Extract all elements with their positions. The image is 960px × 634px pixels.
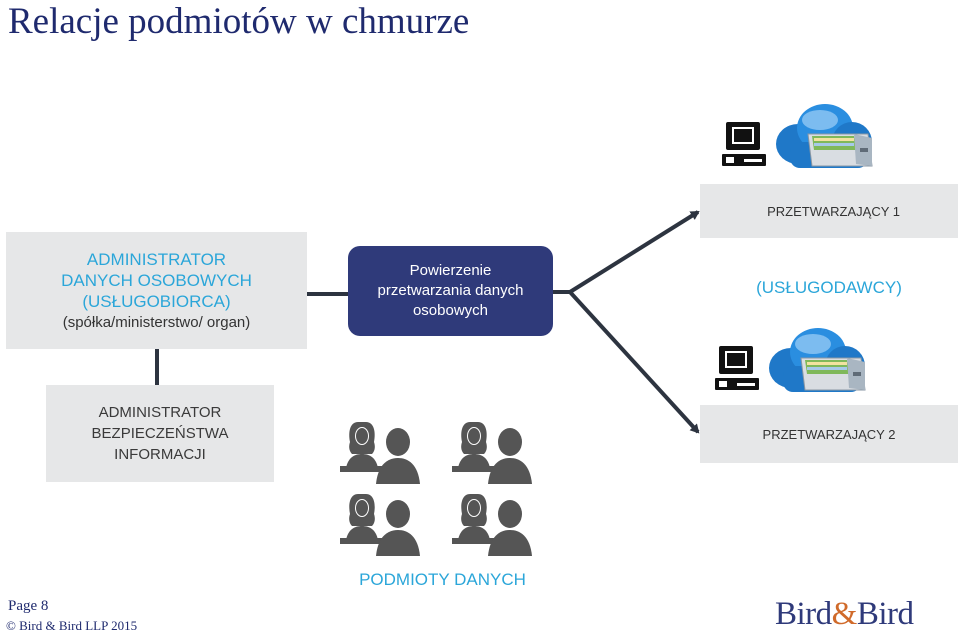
arrow-to-processor-2 — [568, 290, 700, 434]
entrustment-box: Powierzenie przetwarzania danych osobowy… — [348, 246, 553, 336]
cloud-drawer-icon — [776, 104, 873, 168]
copyright: © Bird & Bird LLP 2015 — [6, 618, 138, 633]
data-subjects-label: PODMIOTY DANYCH — [359, 570, 526, 589]
data-subjects-icons — [340, 422, 532, 556]
page-title: Relacje podmiotów w chmurze — [8, 1, 470, 42]
processor-1-box: PRZETWARZAJĄCY 1 — [700, 184, 958, 238]
administrator-subtitle: DANYCH OSOBOWYCH — [61, 270, 252, 290]
page-number: Page 8 — [8, 598, 49, 614]
abi-line-2: BEZPIECZEŃSTWA — [91, 425, 229, 442]
abi-line-1: ADMINISTRATOR — [98, 404, 222, 421]
entrustment-line-2: przetwarzania danych — [377, 282, 524, 299]
processor-2-box: PRZETWARZAJĄCY 2 — [700, 405, 958, 463]
bird-and-bird-logo: Bird&Bird — [775, 596, 914, 633]
abi-line-3: INFORMACJI — [114, 446, 206, 463]
entrustment-line-1: Powierzenie — [409, 262, 492, 279]
processor-2-label: PRZETWARZAJĄCY 2 — [762, 426, 896, 442]
computer-icon — [715, 346, 759, 390]
administrator-examples: (spółka/ministerstwo/ organ) — [62, 313, 251, 331]
computer-cloud-group-1 — [722, 104, 873, 168]
administrator-title: ADMINISTRATOR — [86, 249, 227, 269]
computer-cloud-group-2 — [715, 328, 866, 392]
administrator-role: (USŁUGOBIORCA) — [82, 291, 231, 311]
logo-ampersand: & — [831, 596, 858, 632]
logo-part-1: Bird — [775, 596, 832, 632]
logo-part-2: Bird — [856, 596, 914, 632]
abi-box: ADMINISTRATOR BEZPIECZEŃSTWA INFORMACJI — [46, 385, 274, 482]
service-providers-label: (USŁUGODAWCY) — [756, 278, 902, 297]
processor-1-label: PRZETWARZAJĄCY 1 — [767, 203, 900, 219]
cloud-drawer-icon — [769, 328, 866, 392]
entrustment-line-3: osobowych — [412, 302, 489, 319]
administrator-box: ADMINISTRATOR DANYCH OSOBOWYCH (USŁUGOBI… — [6, 232, 307, 349]
arrow-to-processor-1 — [568, 210, 700, 294]
computer-icon — [722, 122, 766, 166]
